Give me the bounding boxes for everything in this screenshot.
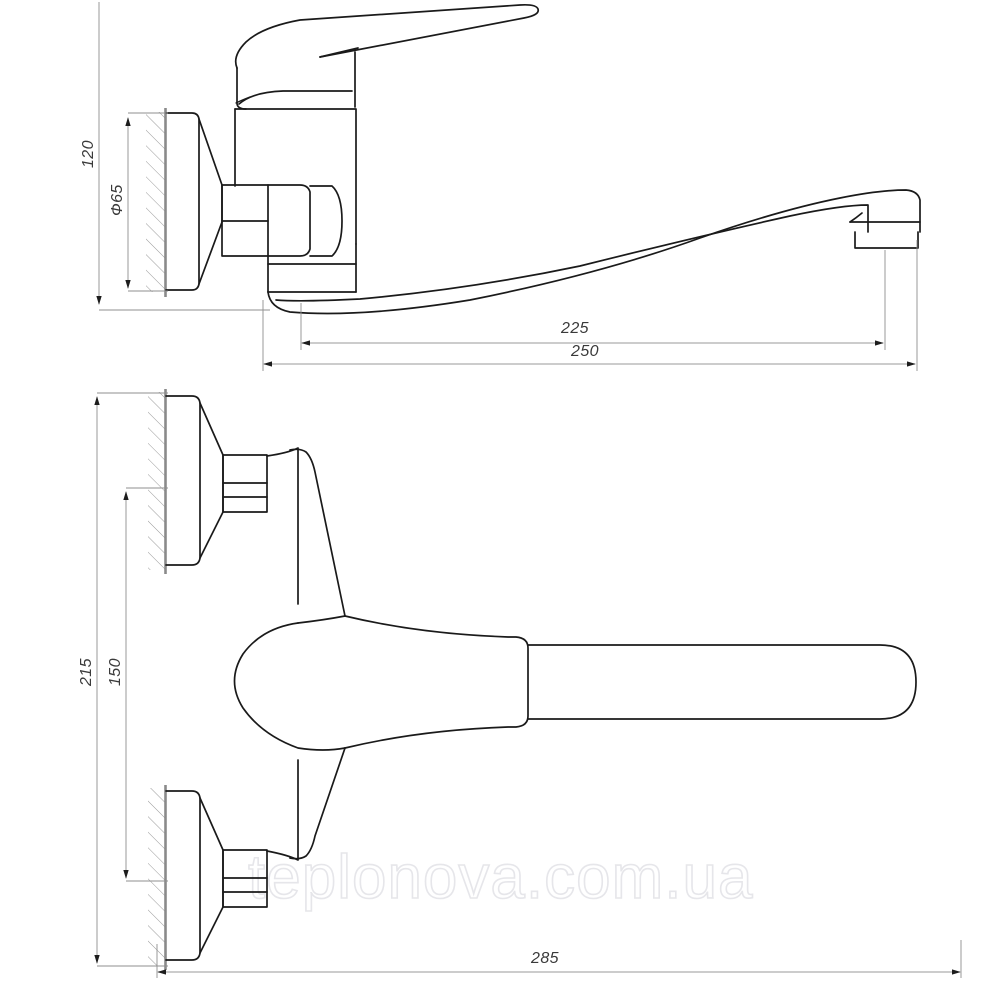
front-view-upper-flange: [165, 395, 268, 566]
front-view-lower-riser: [266, 747, 346, 861]
dimension-overall-height-215: 215: [78, 392, 168, 967]
side-view-wall-flange: [165, 112, 223, 291]
dimension-label-120: 120: [80, 140, 97, 168]
front-view: [148, 389, 917, 970]
side-view-dimensions: 120 Ф65 225 250: [80, 2, 918, 371]
side-view-spout: [267, 189, 921, 315]
front-view-upper-wall-hatch: [148, 389, 167, 574]
front-view-spout-tube: [527, 644, 917, 720]
dimension-label-250: 250: [570, 343, 599, 360]
dimension-label-65: Ф65: [109, 184, 126, 216]
watermark-text: teplonova.com.ua: [248, 843, 753, 912]
dimension-label-215: 215: [78, 658, 95, 687]
front-view-lower-flange: [165, 790, 268, 961]
dimension-label-225: 225: [560, 320, 589, 337]
dimension-overall-projection-250: 250: [262, 240, 918, 371]
dimension-overall-width-285: 285: [156, 940, 962, 978]
front-view-lever-arm: [344, 615, 529, 749]
dimension-inlet-centres-150: 150: [107, 487, 168, 882]
dimension-label-150: 150: [107, 658, 124, 686]
front-view-dimensions: 215 150 285: [78, 392, 962, 978]
front-view-lower-wall-hatch: [148, 785, 167, 970]
dimension-height-120: 120: [80, 2, 270, 311]
side-view-wall-hatch: [146, 108, 167, 297]
dimension-flange-diameter-65: Ф65: [109, 112, 168, 292]
side-view: [146, 3, 921, 315]
front-view-upper-riser: [266, 447, 346, 617]
dimension-spout-reach-225: 225: [300, 250, 886, 350]
dimension-label-285: 285: [530, 950, 559, 967]
side-view-lever-handle: [234, 3, 540, 110]
side-view-body: [234, 108, 357, 293]
watermark: teplonova.com.ua: [247, 842, 753, 913]
front-view-lever-bulb: [233, 615, 346, 751]
side-view-cartridge-barrel: [267, 184, 343, 257]
side-view-inlet-nipple: [221, 184, 269, 257]
